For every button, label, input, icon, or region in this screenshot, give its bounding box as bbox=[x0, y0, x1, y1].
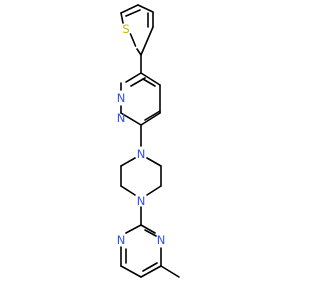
bond bbox=[146, 185, 162, 196]
pyrimidine-ring bbox=[120, 224, 162, 278]
pyridazine-ring bbox=[120, 72, 161, 126]
atom-label-N1: N bbox=[117, 91, 126, 105]
bond bbox=[142, 78, 156, 87]
bond bbox=[140, 224, 156, 234]
bond bbox=[136, 48, 142, 56]
atom-label-N4: N bbox=[137, 194, 146, 208]
atom-label-S1: S bbox=[122, 22, 129, 36]
bond bbox=[120, 12, 124, 24]
bond bbox=[125, 72, 142, 83]
bond bbox=[120, 265, 142, 278]
bond bbox=[125, 9, 141, 17]
atom-label-N6: N bbox=[157, 233, 166, 247]
methyl-bond bbox=[160, 265, 180, 278]
bond bbox=[140, 112, 161, 126]
bond bbox=[120, 4, 139, 14]
piperazine-ring bbox=[120, 157, 162, 196]
atom-label-N5: N bbox=[117, 233, 126, 247]
bond bbox=[120, 157, 136, 167]
bond bbox=[144, 229, 157, 237]
thiophene-ring bbox=[120, 4, 154, 56]
bond bbox=[140, 265, 162, 278]
atom-label-N2: N bbox=[117, 111, 126, 125]
bond bbox=[142, 262, 158, 272]
molecule-structure-diagram: S N N N N N N bbox=[117, 4, 180, 278]
bond bbox=[137, 4, 154, 13]
bond bbox=[120, 185, 136, 196]
bond bbox=[140, 26, 154, 56]
bond bbox=[125, 224, 142, 234]
bond bbox=[129, 33, 137, 47]
atom-label-N3: N bbox=[137, 147, 146, 161]
bond bbox=[120, 112, 142, 126]
bond bbox=[146, 157, 162, 167]
bond bbox=[144, 110, 161, 121]
bond bbox=[140, 72, 161, 86]
